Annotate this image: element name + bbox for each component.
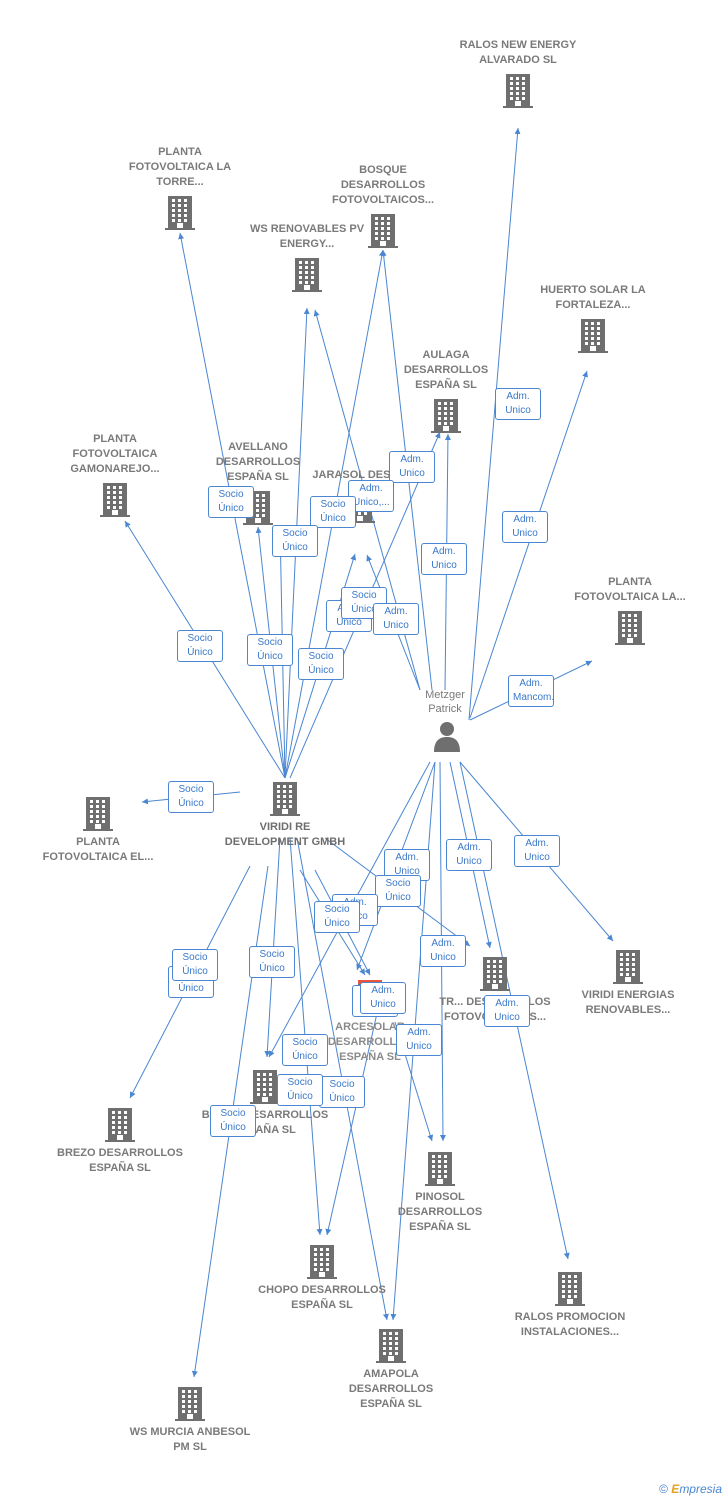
company-label: WS MURCIA ANBESOL PM SL [129, 1426, 251, 1453]
building-icon [83, 797, 113, 831]
company-label: PLANTA FOTOVOLTAICA LA... [574, 576, 686, 603]
company-label: PLANTA FOTOVOLTAICA LA TORRE... [128, 146, 232, 188]
relationship-badge[interactable]: Socio Único [177, 630, 223, 662]
relationship-badge[interactable]: Socio Único [210, 1105, 256, 1137]
relationship-badge[interactable]: Adm. Unico [421, 543, 467, 575]
copyright-symbol: © [659, 1482, 668, 1496]
edge-line [325, 999, 381, 1236]
building-icon [292, 258, 322, 292]
relationship-badge[interactable]: Socio Único [319, 1076, 365, 1108]
company-label: PLANTA FOTOVOLTAICA GAMONAREJO... [70, 433, 160, 475]
relationship-badge[interactable]: Socio Único [277, 1074, 323, 1106]
relationship-badge[interactable]: Adm. Unico [484, 995, 530, 1027]
building-icon [578, 319, 608, 353]
relationship-badge[interactable]: Socio Único [298, 648, 344, 680]
person-icon [434, 722, 460, 752]
empresia-logo: © Empresia [659, 1482, 722, 1496]
logo-brand-rest: mpresia [679, 1482, 722, 1496]
company-node-amapola[interactable]: AMAPOLA DESARROLLOS ESPAÑA SL [326, 1327, 456, 1412]
company-label: RALOS PROMOCION INSTALACIONES... [514, 1311, 626, 1338]
building-icon [175, 1387, 205, 1421]
company-node-ralos-promocion[interactable]: RALOS PROMOCION INSTALACIONES... [505, 1270, 635, 1340]
building-icon [425, 1152, 455, 1186]
edge-line [469, 370, 588, 719]
company-label: AMAPOLA DESARROLLOS ESPAÑA SL [348, 1368, 434, 1410]
company-label: RALOS NEW ENERGY ALVARADO SL [459, 39, 577, 66]
building-icon [613, 950, 643, 984]
relationship-badge[interactable]: Socio Único [247, 634, 293, 666]
company-label: BOSQUE DESARROLLOS FOTOVOLTAICOS... [331, 164, 435, 206]
relationship-badge[interactable]: Socio Único [208, 486, 254, 518]
company-node-ws-murcia[interactable]: WS MURCIA ANBESOL PM SL [125, 1385, 255, 1455]
logo-brand-initial: E [671, 1482, 680, 1496]
company-node-planta-el[interactable]: PLANTA FOTOVOLTAICA EL... [33, 795, 163, 865]
relationship-badge[interactable]: Adm. Mancom. [508, 675, 554, 707]
person-name: Metzger Patrick [425, 689, 465, 715]
building-icon [165, 196, 195, 230]
company-label: ARCESOLAR DESARROLLOS ESPAÑA SL [327, 1021, 413, 1063]
company-node-viridi-re-development[interactable]: VIRIDI RE DEVELOPMENT GMBH [220, 780, 350, 850]
building-icon [480, 957, 510, 991]
company-label: PINOSOL DESARROLLOS ESPAÑA SL [397, 1191, 483, 1233]
relationship-badge[interactable]: Adm. Unico [396, 1024, 442, 1056]
relationship-badge[interactable]: Socio Único [375, 875, 421, 907]
company-node-ws-renovables[interactable]: WS RENOVABLES PV ENERGY... [242, 222, 372, 292]
company-node-brezo[interactable]: BREZO DESARROLLOS ESPAÑA SL [55, 1106, 185, 1176]
relationship-badge[interactable]: Socio Único [282, 1034, 328, 1066]
company-label: AULAGA DESARROLLOS ESPAÑA SL [403, 349, 489, 391]
building-icon [270, 782, 300, 816]
company-label: JARASOL DESA... [312, 469, 408, 481]
company-label: VIRIDI ENERGIAS RENOVABLES... [581, 989, 675, 1016]
relationship-badge[interactable]: Adm. Unico [420, 935, 466, 967]
company-node-planta-la[interactable]: PLANTA FOTOVOLTAICA LA... [565, 575, 695, 645]
building-icon [503, 74, 533, 108]
company-node-chopo[interactable]: CHOPO DESARROLLOS ESPAÑA SL [257, 1243, 387, 1313]
relationship-badge[interactable]: Socio Único [314, 901, 360, 933]
relationship-badge[interactable]: Adm. Unico [389, 451, 435, 483]
company-node-planta-torre[interactable]: PLANTA FOTOVOLTAICA LA TORRE... [115, 145, 245, 230]
relationship-badge[interactable]: Socio Único [310, 496, 356, 528]
relationship-badge[interactable]: Socio Único [168, 781, 214, 813]
company-label: WS RENOVABLES PV ENERGY... [249, 223, 365, 250]
relationship-badge[interactable]: Adm. Unico [360, 982, 406, 1014]
person-metzger-patrick[interactable]: Metzger Patrick [420, 688, 470, 757]
company-node-planta-gamonarejo[interactable]: PLANTA FOTOVOLTAICA GAMONAREJO... [50, 432, 180, 517]
company-label: AVELLANO DESARROLLOS ESPAÑA SL [215, 441, 301, 483]
building-icon [250, 1070, 280, 1104]
relationship-badge[interactable]: Adm. Unico [446, 839, 492, 871]
relationship-badge[interactable]: Socio Único [172, 949, 218, 981]
building-icon [368, 214, 398, 248]
company-label: CHOPO DESARROLLOS ESPAÑA SL [258, 1284, 386, 1311]
building-icon [307, 1245, 337, 1279]
relationship-badge[interactable]: Adm. Unico [502, 511, 548, 543]
company-node-aulaga[interactable]: AULAGA DESARROLLOS ESPAÑA SL [381, 348, 511, 433]
company-node-ralos-new[interactable]: RALOS NEW ENERGY ALVARADO SL [453, 38, 583, 108]
relationship-badge[interactable]: Adm. Unico [514, 835, 560, 867]
building-icon [100, 483, 130, 517]
building-icon [615, 611, 645, 645]
company-label: PLANTA FOTOVOLTAICA EL... [42, 836, 154, 863]
building-icon [555, 1272, 585, 1306]
edge-line [468, 127, 521, 721]
building-icon [376, 1329, 406, 1363]
company-label: BREZO DESARROLLOS ESPAÑA SL [57, 1147, 183, 1174]
relationship-badge[interactable]: Adm. Unico [495, 388, 541, 420]
relationship-badge[interactable]: Adm. Unico [373, 603, 419, 635]
company-node-pinosol[interactable]: PINOSOL DESARROLLOS ESPAÑA SL [375, 1150, 505, 1235]
company-node-viridi-energias[interactable]: VIRIDI ENERGIAS RENOVABLES... [563, 948, 693, 1018]
relationship-badge[interactable]: Socio Único [249, 946, 295, 978]
building-icon [105, 1108, 135, 1142]
company-node-huerto[interactable]: HUERTO SOLAR LA FORTALEZA... [528, 283, 658, 353]
relationship-badge[interactable]: Socio Único [272, 525, 318, 557]
company-label: HUERTO SOLAR LA FORTALEZA... [540, 284, 646, 311]
company-node-bosque[interactable]: BOSQUE DESARROLLOS FOTOVOLTAICOS... [318, 163, 448, 248]
building-icon [431, 399, 461, 433]
company-label: VIRIDI RE DEVELOPMENT GMBH [224, 821, 346, 848]
